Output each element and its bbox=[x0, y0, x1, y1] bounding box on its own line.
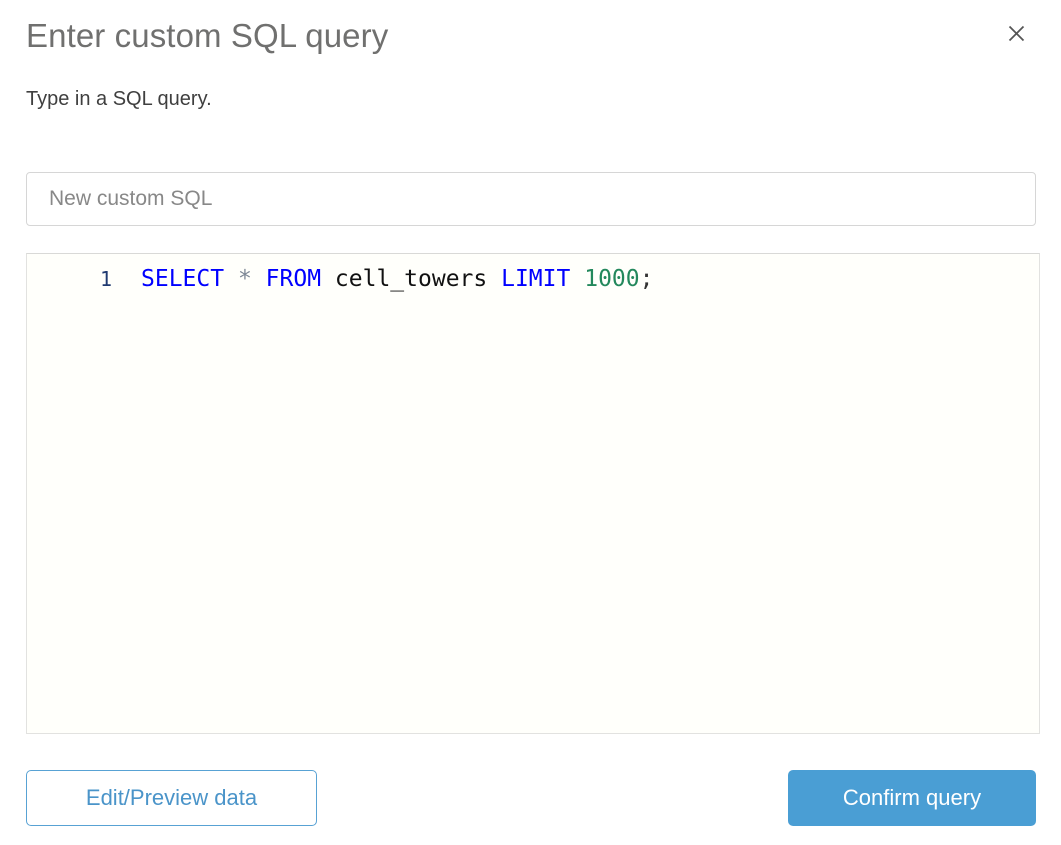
sql-token-plain bbox=[570, 266, 584, 292]
sql-token-operator: * bbox=[237, 266, 252, 292]
sql-token-number: 1000 bbox=[584, 266, 640, 292]
sql-token-plain bbox=[321, 266, 335, 292]
sql-token-plain bbox=[252, 266, 266, 292]
sql-code-text[interactable]: SELECT * FROM cell_towers LIMIT 1000; bbox=[116, 266, 1039, 292]
close-icon bbox=[1008, 25, 1025, 42]
edit-preview-data-button[interactable]: Edit/Preview data bbox=[26, 770, 317, 826]
page-title: Enter custom SQL query bbox=[26, 17, 389, 54]
sql-token-plain bbox=[224, 266, 238, 292]
sql-token-keyword: FROM bbox=[265, 266, 322, 292]
sql-token-punct: ; bbox=[639, 266, 654, 292]
sql-token-keyword: LIMIT bbox=[501, 266, 571, 292]
sql-code-editor[interactable]: 1 SELECT * FROM cell_towers LIMIT 1000; bbox=[26, 253, 1040, 734]
confirm-query-button[interactable]: Confirm query bbox=[788, 770, 1036, 826]
sql-token-ident: cell_towers bbox=[334, 266, 488, 292]
dialog-subtitle: Type in a SQL query. bbox=[26, 88, 212, 110]
editor-line: 1 SELECT * FROM cell_towers LIMIT 1000; bbox=[27, 254, 1039, 294]
query-name-input[interactable] bbox=[26, 172, 1036, 226]
sql-token-plain bbox=[487, 266, 501, 292]
close-button[interactable] bbox=[1003, 20, 1029, 46]
line-number: 1 bbox=[99, 267, 112, 291]
sql-token-keyword: SELECT bbox=[141, 266, 225, 292]
